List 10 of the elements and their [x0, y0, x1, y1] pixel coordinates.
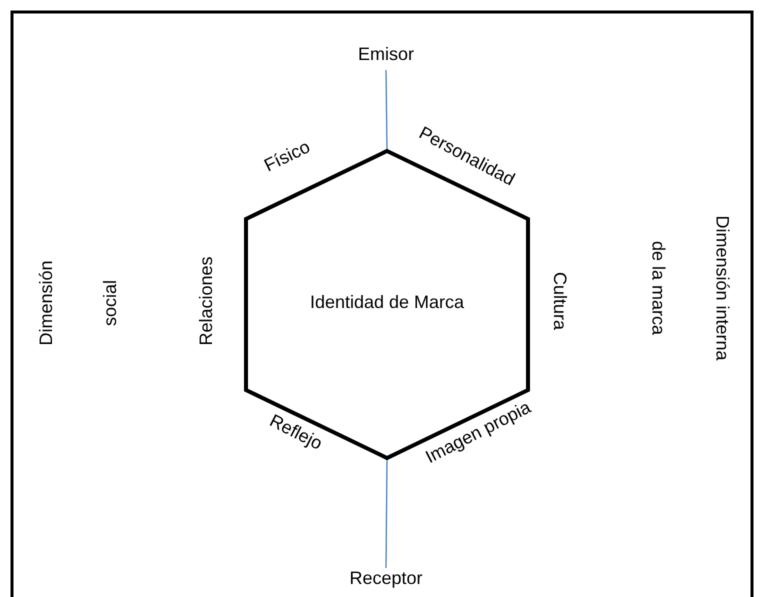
- side-label: Relaciones: [195, 255, 217, 348]
- connector-line: [385, 70, 388, 149]
- connector-line: [385, 460, 388, 568]
- side-label: Dimensión interna de la marca: [647, 214, 733, 363]
- role-label: Emisor: [358, 44, 414, 64]
- side-label: Cultura: [549, 270, 571, 332]
- side-label: Físico: [260, 136, 314, 178]
- center-title: Identidad de Marca: [310, 292, 464, 312]
- role-label: Receptor: [349, 568, 423, 588]
- side-label: Dimensión social: [35, 259, 121, 348]
